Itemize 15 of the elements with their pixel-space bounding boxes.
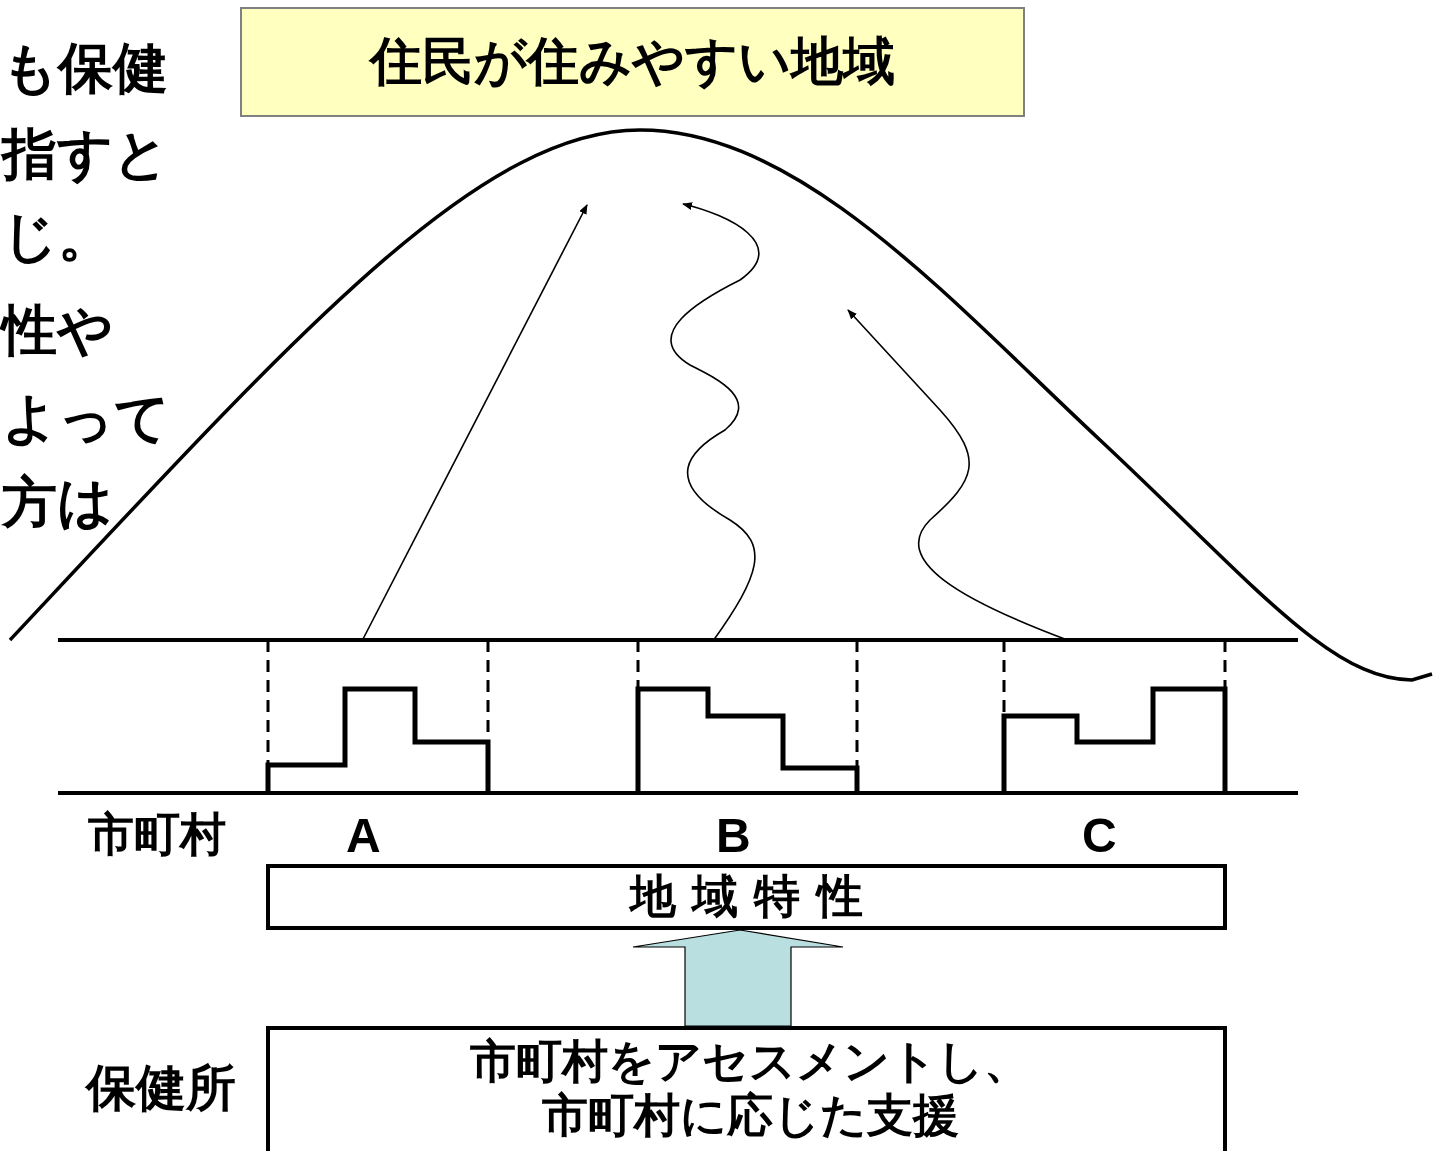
- label-box: 地 域 特 性: [266, 864, 1227, 930]
- paragraph-line: じ。: [2, 206, 113, 267]
- paragraph-line: 性や: [2, 300, 113, 361]
- paragraph-line: 指すと: [2, 124, 169, 185]
- paragraph-line: よって: [2, 388, 170, 449]
- row-label: 市町村: [88, 808, 226, 860]
- municipality-letter: C: [1082, 808, 1117, 864]
- text-box: 市町村をアセスメントし、市町村に応じた支援: [266, 1026, 1227, 1151]
- block-arrow: [632, 929, 844, 1027]
- title-box: 住民が住みやすい地域: [240, 7, 1025, 117]
- paragraph-line: 方は: [2, 472, 113, 533]
- municipality-letter: A: [346, 808, 381, 864]
- row-label: 保健所: [86, 1060, 236, 1116]
- paragraph-line: も保健: [2, 38, 168, 99]
- municipality-letter: B: [716, 808, 751, 864]
